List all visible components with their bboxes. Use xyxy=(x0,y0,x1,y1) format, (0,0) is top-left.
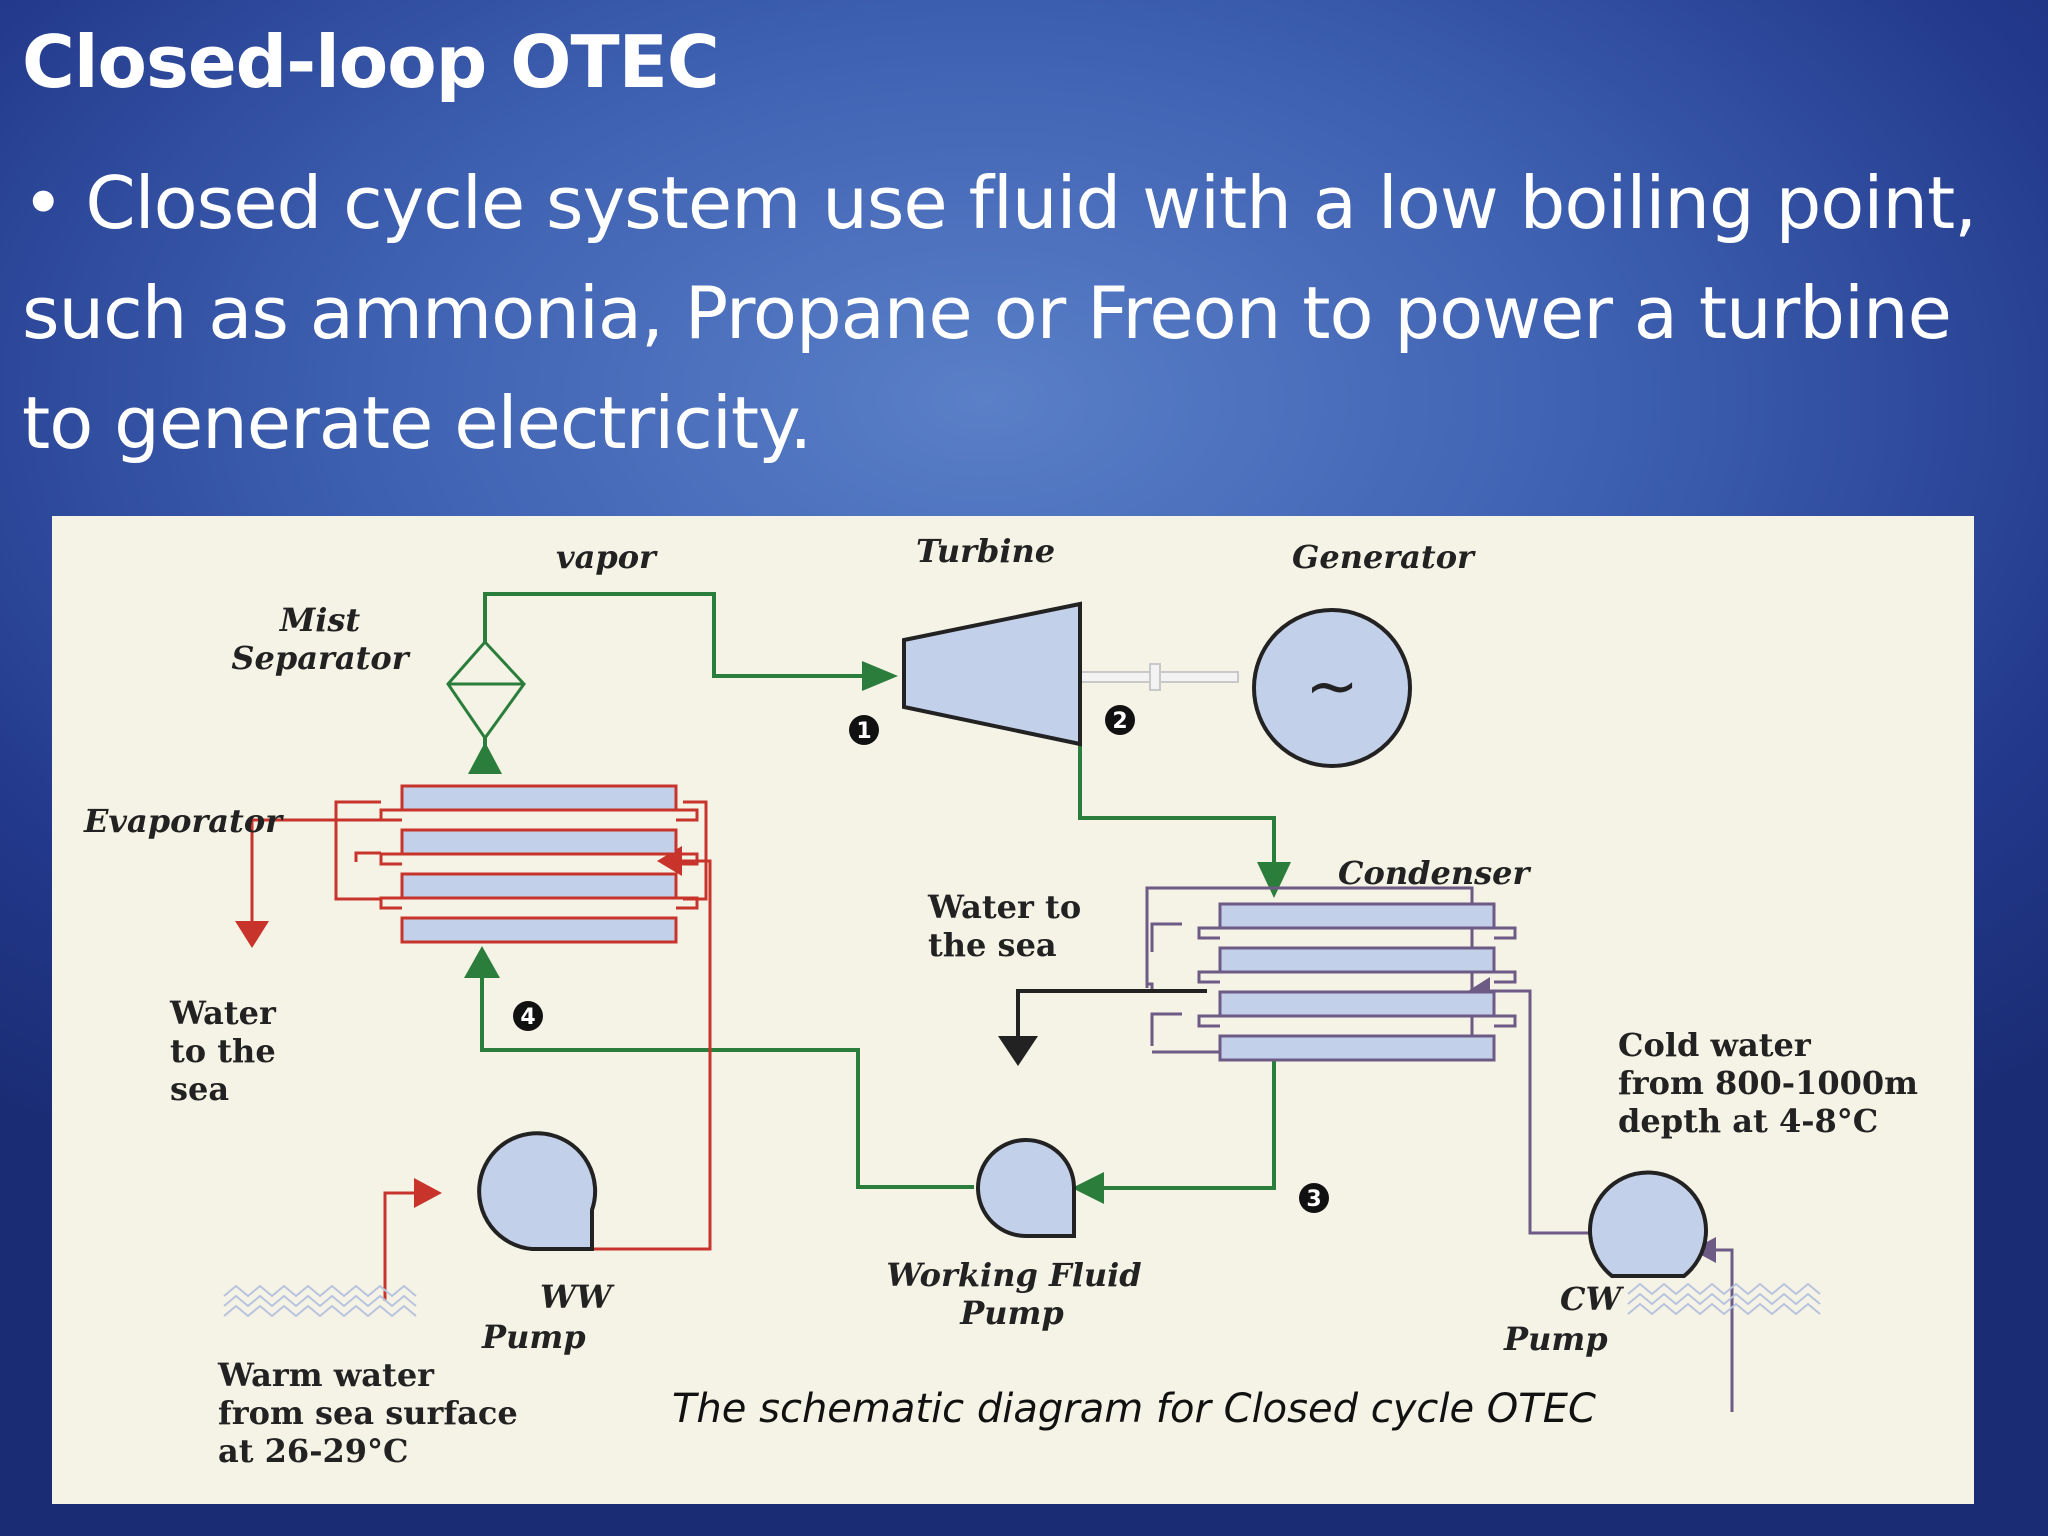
evaporator-label: Evaporator xyxy=(83,802,284,840)
mist-separator-label-2: Separator xyxy=(231,639,410,677)
mist-separator-label-1: Mist xyxy=(279,601,361,639)
cw-pump-label-2: Pump xyxy=(1503,1320,1608,1358)
state-point-2: 2 xyxy=(1105,705,1135,735)
cw-pump xyxy=(1588,1170,1708,1278)
mist-separator xyxy=(446,639,526,741)
turbine-label: Turbine xyxy=(916,532,1055,570)
otec-diagram: ~ xyxy=(52,516,1974,1504)
warm-water-label-2: from sea surface xyxy=(218,1394,518,1432)
generator-symbol: ~ xyxy=(1305,650,1359,724)
cold-water-label-2: from 800-1000m xyxy=(1618,1064,1918,1102)
vapor-label: vapor xyxy=(556,538,658,576)
turbine xyxy=(902,601,1082,747)
state-point-3: 3 xyxy=(1299,1183,1329,1213)
generator xyxy=(1252,608,1412,768)
cold-discharge-line xyxy=(1016,989,1207,1036)
diagram-caption: The schematic diagram for Closed cycle O… xyxy=(672,1386,1596,1432)
shaft xyxy=(1079,663,1239,691)
warm-sea-waves xyxy=(223,1284,417,1318)
warm-intake-arrow xyxy=(414,1178,442,1208)
water-to-sea-left-label-2: to the xyxy=(170,1032,276,1070)
water-to-sea-right-label-2: the sea xyxy=(928,926,1057,964)
flow-arrow-to-separator xyxy=(468,742,502,774)
working-fluid-pump-label-1: Working Fluid xyxy=(886,1256,1141,1294)
flow-arrow-to-evaporator xyxy=(464,946,500,978)
evaporator xyxy=(379,784,699,944)
flow-arrow-to-condenser xyxy=(1257,862,1291,898)
generator-label: Generator xyxy=(1292,538,1476,576)
svg-text:3: 3 xyxy=(1306,1187,1321,1212)
slide-title: Closed-loop OTEC xyxy=(22,20,720,104)
state-point-1: 1 xyxy=(849,715,879,745)
water-to-sea-right-label-1: Water to xyxy=(927,888,1081,926)
water-to-sea-left-label-3: sea xyxy=(170,1070,229,1108)
ww-pump xyxy=(477,1131,598,1251)
working-fluid-pump xyxy=(976,1138,1076,1239)
bullet-text: • Closed cycle system use fluid with a l… xyxy=(22,161,1977,465)
ww-pump-label-2: Pump xyxy=(481,1318,586,1356)
cold-water-label-3: depth at 4-8°C xyxy=(1618,1102,1878,1140)
flow-arrow-to-turbine xyxy=(862,661,898,691)
working-fluid-pump-label-2: Pump xyxy=(959,1294,1064,1332)
svg-text:2: 2 xyxy=(1112,709,1127,734)
flow-arrow-to-wf-pump xyxy=(1072,1172,1104,1204)
condenser-label: Condenser xyxy=(1338,854,1531,892)
cw-pump-label-1: CW xyxy=(1560,1280,1624,1318)
state-point-4: 4 xyxy=(513,1001,543,1031)
ww-pump-label-1: WW xyxy=(540,1278,615,1316)
cold-discharge-arrow xyxy=(998,1036,1038,1066)
condenser xyxy=(1197,902,1517,1062)
svg-text:4: 4 xyxy=(520,1005,535,1030)
cold-sea-waves xyxy=(1627,1282,1821,1316)
warm-water-label-1: Warm water xyxy=(217,1356,435,1394)
warm-water-label-3: at 26-29°C xyxy=(218,1432,408,1470)
svg-text:1: 1 xyxy=(856,719,871,744)
cold-water-label-1: Cold water xyxy=(1618,1026,1812,1064)
warm-discharge-arrow xyxy=(235,921,269,948)
water-to-sea-left-label-1: Water xyxy=(169,994,277,1032)
